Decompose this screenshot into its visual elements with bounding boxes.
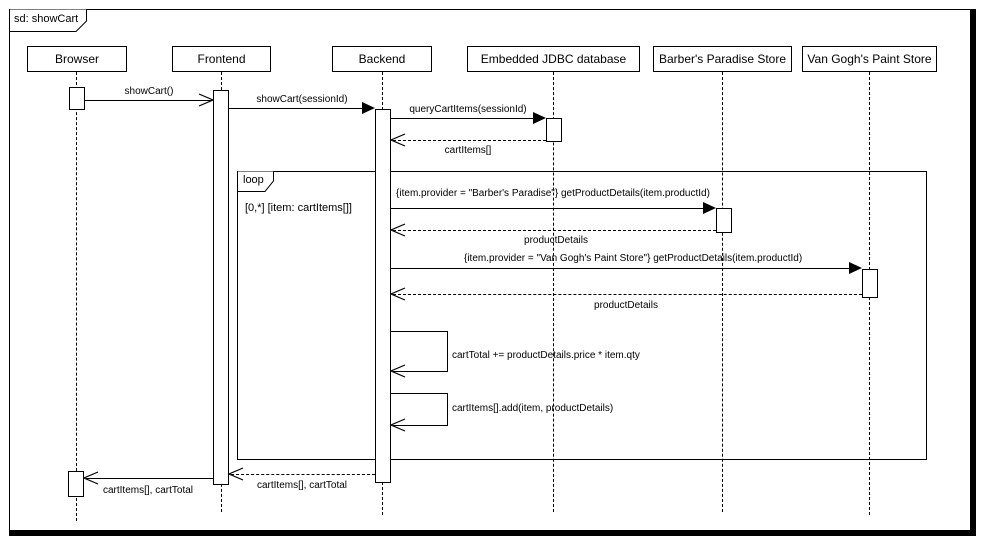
activation-jdbc bbox=[546, 118, 562, 142]
message-cartitems-return-line bbox=[393, 140, 546, 141]
self-message-total-label: cartTotal += productDetails.price * item… bbox=[452, 350, 640, 361]
lifeline-jdbc bbox=[553, 72, 554, 512]
filled-arrowhead-right-icon bbox=[362, 102, 375, 114]
message-browser-return-label: cartItems[], cartTotal bbox=[102, 485, 194, 496]
message-vangogh-return-label: productDetails bbox=[594, 300, 658, 311]
message-querycartitems-label: queryCartItems(sessionId) bbox=[409, 104, 527, 115]
self-message-total-side-line bbox=[447, 331, 448, 371]
activation-browser-1 bbox=[69, 87, 85, 110]
activation-barber bbox=[716, 208, 732, 233]
self-message-add-label: cartItems[].add(item, productDetails) bbox=[452, 403, 614, 414]
activation-backend bbox=[375, 109, 391, 483]
loop-fragment bbox=[237, 171, 927, 460]
activation-vangogh bbox=[862, 269, 878, 298]
message-frontend-return-label: cartItems[], cartTotal bbox=[256, 480, 348, 491]
lifeline-head-vangogh: Van Gogh's Paint Store bbox=[802, 46, 937, 72]
activation-frontend bbox=[213, 90, 229, 485]
open-arrowhead-left-icon bbox=[390, 223, 406, 237]
lifeline-head-browser: Browser bbox=[27, 46, 127, 72]
message-showcart-session-label: showCart(sessionId) bbox=[256, 94, 348, 105]
message-vangogh-call-label: {item.provider = "Van Gogh's Paint Store… bbox=[464, 253, 803, 264]
message-vangogh-return-line bbox=[393, 294, 862, 295]
self-message-total-bottom-line bbox=[393, 371, 448, 372]
message-barber-call-line bbox=[391, 208, 704, 209]
self-message-add-top-line bbox=[391, 393, 448, 394]
message-barber-return-label: productDetails bbox=[524, 235, 588, 246]
message-barber-call-label: {item.provider = "Barber's Paradise"} ge… bbox=[396, 188, 710, 199]
message-barber-return-line bbox=[393, 230, 716, 231]
filled-arrowhead-right-icon bbox=[849, 262, 862, 274]
open-arrowhead-left-icon bbox=[390, 364, 406, 378]
lifeline-browser bbox=[76, 72, 77, 521]
message-showcart-line bbox=[85, 100, 212, 101]
diagram-title: sd: showCart bbox=[14, 13, 79, 25]
self-message-add-bottom-line bbox=[393, 425, 448, 426]
message-cartitems-return-label: cartItems[] bbox=[444, 145, 492, 156]
open-arrowhead-left-icon bbox=[390, 287, 406, 301]
loop-guard: [0,*] [item: cartItems[]] bbox=[245, 202, 352, 214]
lifeline-barber bbox=[722, 72, 723, 512]
open-arrowhead-left-icon bbox=[390, 133, 406, 147]
self-message-total-top-line bbox=[391, 331, 448, 332]
frame-title-pentagon bbox=[9, 9, 87, 32]
lifeline-head-jdbc: Embedded JDBC database bbox=[467, 46, 640, 72]
filled-arrowhead-right-icon bbox=[703, 202, 716, 214]
message-showcart-session-line bbox=[229, 108, 363, 109]
open-arrowhead-left-icon bbox=[83, 471, 99, 485]
lifeline-head-backend: Backend bbox=[332, 46, 432, 72]
message-frontend-return-line bbox=[231, 474, 375, 475]
open-arrowhead-right-icon bbox=[198, 93, 214, 107]
message-querycartitems-line bbox=[391, 118, 534, 119]
lifeline-head-barber: Barber's Paradise Store bbox=[653, 46, 792, 72]
diagram-frame bbox=[9, 9, 976, 536]
loop-operator-pentagon bbox=[237, 171, 274, 192]
message-vangogh-call-line bbox=[391, 268, 850, 269]
message-showcart-label: showCart() bbox=[124, 86, 174, 97]
activation-browser-2 bbox=[68, 471, 84, 497]
open-arrowhead-left-icon bbox=[390, 418, 406, 432]
open-arrowhead-left-icon bbox=[228, 467, 244, 481]
lifeline-head-frontend: Frontend bbox=[172, 46, 271, 72]
filled-arrowhead-right-icon bbox=[533, 112, 546, 124]
self-message-add-side-line bbox=[447, 393, 448, 425]
loop-operator-label: loop bbox=[243, 174, 264, 186]
message-browser-return-line bbox=[86, 478, 213, 479]
